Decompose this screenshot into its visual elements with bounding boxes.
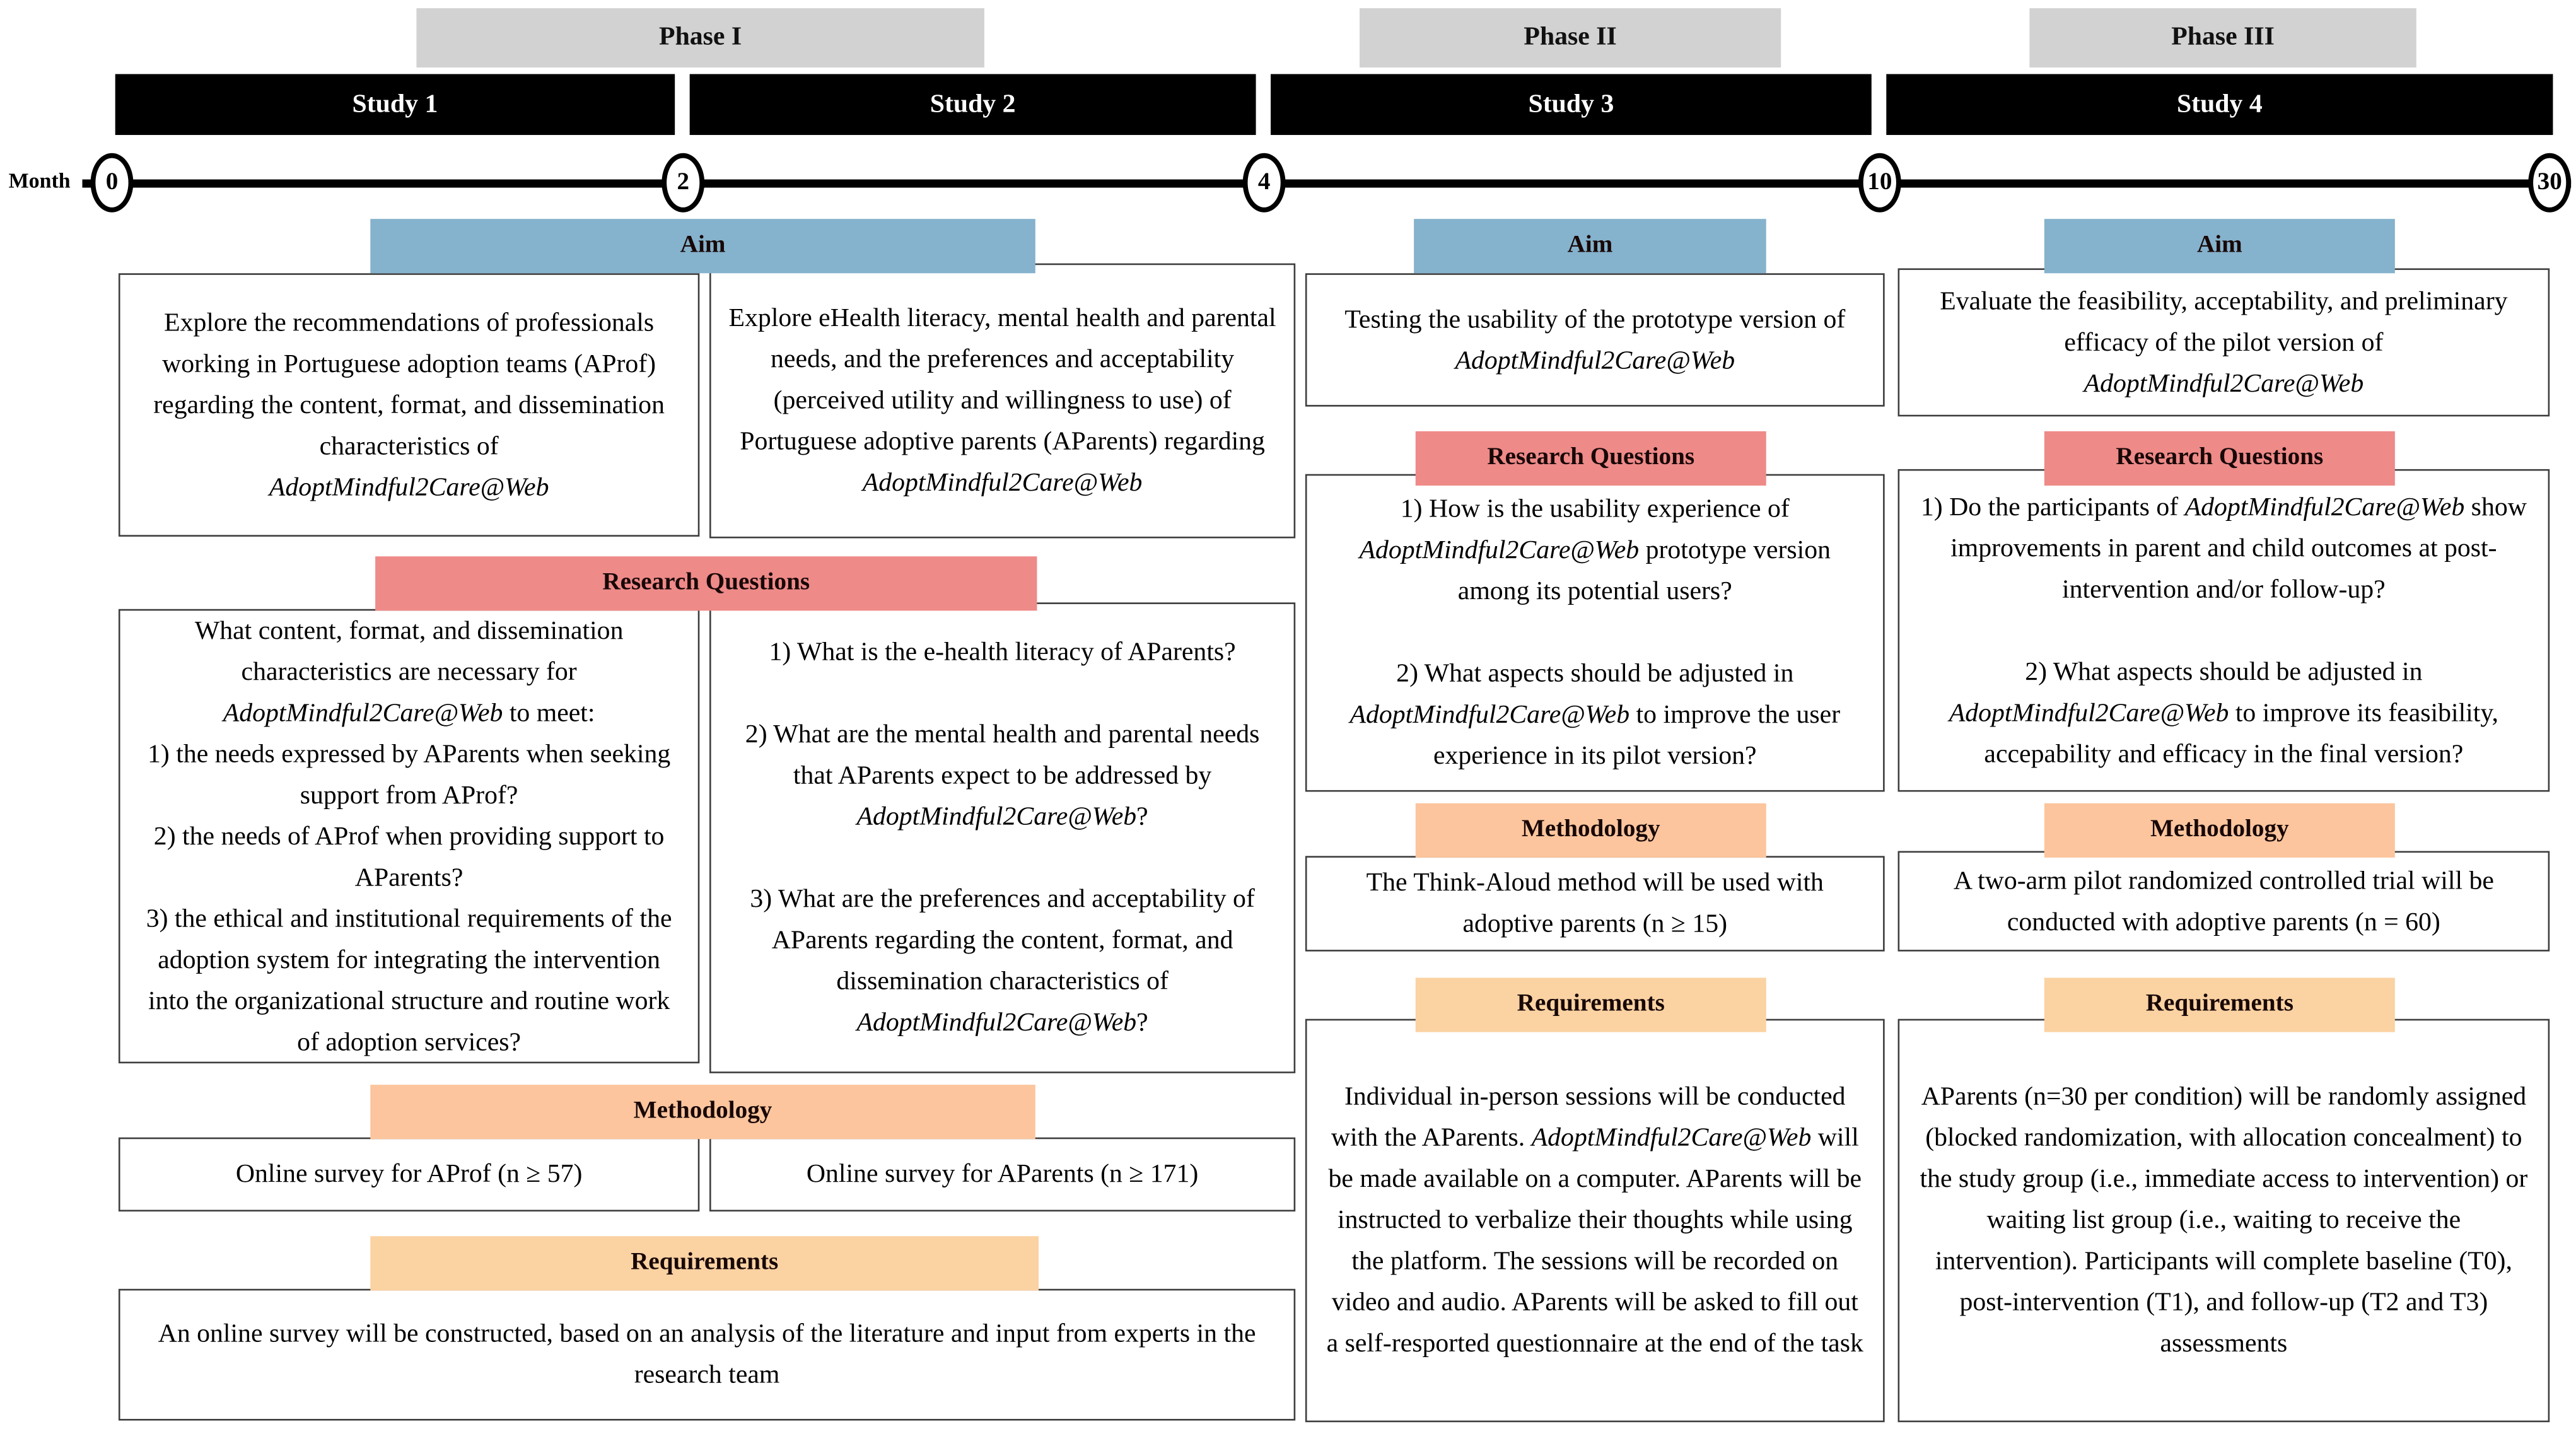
phase1-requirements-text: An online survey will be constructed, ba… — [158, 1320, 1262, 1390]
study-2-bar: Study 2 — [689, 74, 1256, 136]
study-1-bar: Study 1 — [115, 74, 675, 136]
study4-methodology-header: Methodology — [2044, 803, 2395, 858]
study3-aim-box: Testing the usability of the prototype v… — [1305, 273, 1885, 407]
phase1-methodology-header: Methodology — [370, 1085, 1035, 1140]
study3-research-questions-text: 1) How is the usability experience of Ad… — [1349, 495, 1847, 771]
study4-aim-header: Aim — [2044, 219, 2395, 274]
study2-methodology-box: Online survey for AParents (n ≥ 171) — [709, 1137, 1296, 1212]
study4-requirements-text: AParents (n=30 per condition) will be ra… — [1920, 1083, 2534, 1358]
study4-methodology-text: A two-arm pilot randomized controlled tr… — [1953, 866, 2501, 936]
study2-research-questions-text: 1) What is the e-health literacy of APar… — [745, 638, 1260, 1037]
study2-aim-box: Explore eHealth literacy, mental health … — [709, 263, 1296, 539]
phase1-requirements-header: Requirements — [370, 1236, 1039, 1291]
month-marker-0: 0 — [90, 153, 134, 213]
month-marker-4: 4 — [1242, 153, 1286, 213]
study-3-bar: Study 3 — [1271, 74, 1872, 136]
month-marker-30: 30 — [2528, 153, 2572, 213]
phase-2-bar: Phase II — [1360, 8, 1781, 68]
study4-requirements-box: AParents (n=30 per condition) will be ra… — [1897, 1018, 2550, 1423]
study2-aim-text: Explore eHealth literacy, mental health … — [728, 304, 1276, 498]
study4-aim-box: Evaluate the feasibility, acceptability,… — [1897, 268, 2550, 417]
study1-methodology-text: Online survey for AProf (n ≥ 57) — [235, 1160, 583, 1189]
study1-research-questions-text: What content, format, and dissemination … — [146, 616, 672, 1056]
study4-methodology-box: A two-arm pilot randomized controlled tr… — [1897, 851, 2550, 952]
phase1-aim-header: Aim — [370, 219, 1035, 274]
month-axis-label: Month — [8, 168, 71, 193]
study1-aim-box: Explore the recommendations of professio… — [118, 273, 700, 537]
study3-methodology-box: The Think-Aloud method will be used with… — [1305, 856, 1885, 952]
study1-aim-text: Explore the recommendations of professio… — [153, 308, 665, 501]
study3-research-questions-header: Research Questions — [1415, 431, 1766, 486]
study3-aim-header: Aim — [1414, 219, 1766, 274]
study3-requirements-text: Individual in-person sessions will be co… — [1326, 1083, 1868, 1358]
study4-aim-text: Evaluate the feasibility, acceptability,… — [1940, 287, 2508, 398]
study3-research-questions-box: 1) How is the usability experience of Ad… — [1305, 474, 1885, 792]
month-marker-2: 2 — [661, 153, 705, 213]
phase-1-bar: Phase I — [416, 8, 984, 68]
study3-requirements-box: Individual in-person sessions will be co… — [1305, 1018, 1885, 1423]
phase1-requirements-box: An online survey will be constructed, ba… — [118, 1288, 1296, 1421]
study3-requirements-header: Requirements — [1415, 977, 1766, 1032]
study4-research-questions-text: 1) Do the participants of AdoptMindful2C… — [1920, 493, 2527, 768]
study3-aim-text: Testing the usability of the prototype v… — [1344, 305, 1852, 375]
study3-methodology-header: Methodology — [1415, 803, 1766, 858]
study1-research-questions-box: What content, format, and dissemination … — [118, 609, 700, 1064]
study2-methodology-text: Online survey for AParents (n ≥ 171) — [806, 1160, 1199, 1189]
study4-requirements-header: Requirements — [2044, 977, 2395, 1032]
study-4-bar: Study 4 — [1886, 74, 2553, 136]
timeline-axis — [82, 179, 2572, 188]
study4-research-questions-header: Research Questions — [2044, 431, 2395, 486]
study1-methodology-box: Online survey for AProf (n ≥ 57) — [118, 1137, 700, 1212]
study2-research-questions-box: 1) What is the e-health literacy of APar… — [709, 602, 1296, 1073]
month-marker-10: 10 — [1858, 153, 1901, 213]
phase-3-bar: Phase III — [2029, 8, 2416, 68]
phase1-research-questions-header: Research Questions — [375, 556, 1037, 611]
study4-research-questions-box: 1) Do the participants of AdoptMindful2C… — [1897, 469, 2550, 792]
study3-methodology-text: The Think-Aloud method will be used with… — [1366, 869, 1831, 938]
